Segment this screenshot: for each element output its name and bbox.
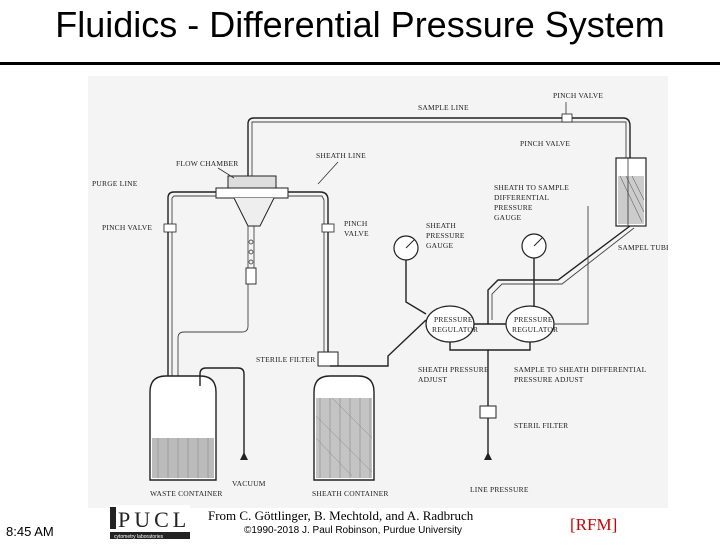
waste-container-label: WASTE CONTAINER [150, 489, 223, 498]
pinch-valve-mid-label-1: PINCH [344, 219, 368, 228]
pinch-valve-mid-label-2: VALVE [344, 229, 369, 238]
pressure-regulator-left [425, 305, 475, 343]
sample-tube-label: SAMPEL TUBE [618, 243, 668, 252]
sterile-filter-left-label: STERILE FILTER [256, 355, 315, 364]
sample-to-sheath-label-1: SAMPLE TO SHEATH DIFFERENTIAL [514, 365, 647, 374]
sheath-pressure-adjust-label-1: SHEATH PRESSURE [418, 365, 489, 374]
sheath-pressure-gauge [393, 235, 419, 261]
sheath-to-sample-label-4: GAUGE [494, 213, 521, 222]
pinch-valve-mid [321, 223, 335, 233]
pinch-valve-top [561, 113, 573, 123]
rfm-tag: [RFM] [570, 515, 618, 534]
sheath-gauge-label-3: GAUGE [426, 241, 453, 250]
sample-line-pipe-inner [251, 121, 627, 176]
pucl-logo: PUCL cytometry laboratories [110, 505, 190, 540]
sample-line-label: SAMPLE LINE [418, 103, 469, 112]
waste-pipe [177, 284, 249, 376]
sheath-to-sample-label-2: DIFFERENTIAL [494, 193, 550, 202]
pinch-valve-right-label: PINCH VALVE [520, 139, 570, 148]
pressure-regulator-right-label-1: PRESSURE [514, 315, 553, 324]
sheath-container-label: SHEATH CONTAINER [312, 489, 389, 498]
vacuum-label: VACUUM [232, 479, 266, 488]
pinch-valve-left-label: PINCH VALVE [102, 223, 152, 232]
purge-line-label: PURGE LINE [92, 179, 138, 188]
flow-chamber [215, 175, 289, 285]
page-title: Fluidics - Differential Pressure System [55, 4, 665, 45]
differential-pressure-gauge [521, 233, 547, 259]
sample-to-sheath-label-2: PRESSURE ADJUST [514, 375, 584, 384]
sample-line-pipe [247, 117, 631, 176]
copyright-notice: ©1990-2018 J. Paul Robinson, Purdue Univ… [244, 525, 463, 536]
sheath-container [313, 375, 375, 481]
line-pressure-label: LINE PRESSURE [470, 485, 529, 494]
pressure-regulator-right [505, 305, 555, 343]
fluidics-diagram: SAMPLE LINE PINCH VALVE PINCH VALVE SAMP… [88, 76, 668, 508]
flow-chamber-label: FLOW CHAMBER [176, 159, 238, 168]
sterile-filter-left [317, 351, 339, 367]
fluidics-diagram-svg: SAMPLE LINE PINCH VALVE PINCH VALVE SAMP… [92, 91, 668, 498]
pressure-regulator-left-label-2: REGULATOR [432, 325, 478, 334]
sterile-filter-right [479, 405, 497, 419]
purge-line-pipe [167, 191, 216, 376]
waste-container [149, 375, 217, 481]
pressure-regulator-left-label-1: PRESSURE [434, 315, 473, 324]
sheath-to-sample-label-3: PRESSURE [494, 203, 533, 212]
pinch-valve-top-label: PINCH VALVE [553, 91, 603, 100]
clock-time: 8:45 AM [6, 524, 54, 539]
pressure-regulator-right-label-2: REGULATOR [512, 325, 558, 334]
sheath-pressure-adjust-label-2: ADJUST [418, 375, 447, 384]
sheath-line-pipe [288, 191, 329, 358]
title-rule [0, 62, 720, 65]
sterile-filter-right-label: STERIL FILTER [514, 421, 568, 430]
sheath-to-sample-label-1: SHEATH TO SAMPLE [494, 183, 569, 192]
source-credit: From C. Göttlinger, B. Mechtold, and A. … [208, 508, 474, 523]
logo-text: PUCL [118, 507, 190, 532]
sheath-line-label: SHEATH LINE [316, 151, 366, 160]
sheath-gauge-label-1: SHEATH [426, 221, 456, 230]
sample-tube [615, 157, 647, 227]
logo-subtext: cytometry laboratories [114, 534, 164, 540]
sheath-gauge-label-2: PRESSURE [426, 231, 465, 240]
pinch-valve-left [163, 223, 177, 233]
